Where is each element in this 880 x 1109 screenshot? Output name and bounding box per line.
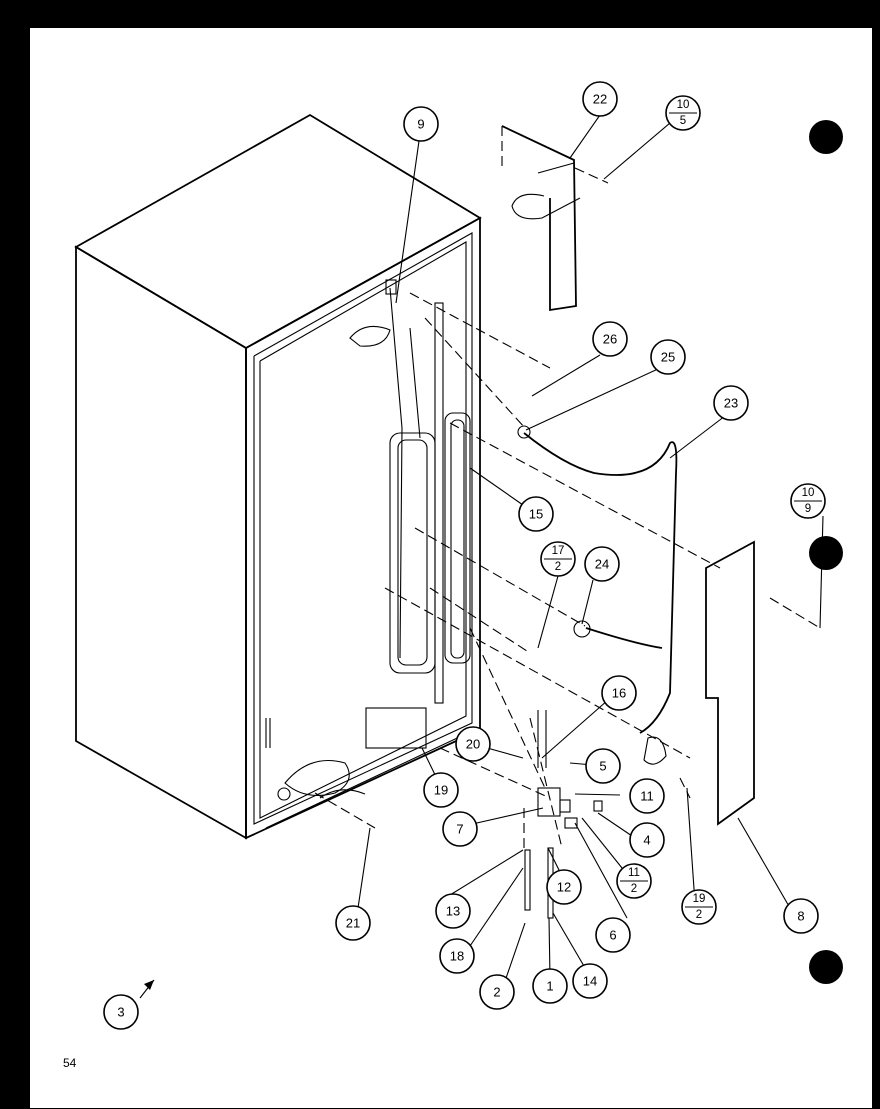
callout-22: 22 <box>582 81 618 117</box>
callout-19: 19 <box>423 772 459 808</box>
callout-10-over-5: 10 5 <box>665 95 701 131</box>
svg-text:7: 7 <box>456 822 463 837</box>
arrow-icon <box>144 980 154 990</box>
svg-text:1: 1 <box>546 979 553 994</box>
svg-text:14: 14 <box>583 974 597 989</box>
svg-text:5: 5 <box>680 115 686 127</box>
exploded-parts-diagram: 9 22 26 25 23 15 24 16 20 5 19 11 7 4 13… <box>74 81 843 1030</box>
svg-text:2: 2 <box>696 909 702 921</box>
svg-text:6: 6 <box>609 928 616 943</box>
fraction-callouts: 10 5 10 9 17 2 11 2 19 2 <box>540 95 826 925</box>
callout-11: 11 <box>629 778 665 814</box>
binder-hole-icon <box>809 950 843 984</box>
svg-text:20: 20 <box>466 737 480 752</box>
callout-25: 25 <box>650 339 686 375</box>
callout-9: 9 <box>403 106 439 142</box>
callout-12: 12 <box>546 869 582 905</box>
callout-labels: 9 22 26 25 23 15 24 16 20 5 19 11 7 4 13… <box>103 81 819 1030</box>
svg-text:3: 3 <box>117 1005 124 1020</box>
svg-text:21: 21 <box>346 916 360 931</box>
svg-text:12: 12 <box>557 880 571 895</box>
svg-text:2: 2 <box>555 561 561 573</box>
callout-8: 8 <box>783 898 819 934</box>
wire-harness <box>517 425 678 765</box>
callout-23: 23 <box>713 385 749 421</box>
svg-text:19: 19 <box>693 893 706 905</box>
callout-15: 15 <box>518 496 554 532</box>
page-number: 54 <box>63 1056 77 1070</box>
svg-text:10: 10 <box>802 487 815 499</box>
callout-7: 7 <box>442 811 478 847</box>
svg-text:2: 2 <box>493 985 500 1000</box>
svg-text:13: 13 <box>446 904 460 919</box>
callout-19-over-2: 19 2 <box>681 889 717 925</box>
binder-hole-icon <box>809 120 843 154</box>
svg-text:22: 22 <box>593 92 607 107</box>
diagram-sheet: 9 22 26 25 23 15 24 16 20 5 19 11 7 4 13… <box>30 28 872 1108</box>
svg-text:15: 15 <box>529 507 543 522</box>
callout-3: 3 <box>103 994 139 1030</box>
callout-4: 4 <box>629 822 665 858</box>
callout-11-over-2: 11 2 <box>616 863 652 899</box>
callout-16: 16 <box>601 675 637 711</box>
rear-access-panel <box>705 540 755 826</box>
svg-text:18: 18 <box>450 949 464 964</box>
callout-24: 24 <box>584 546 620 582</box>
svg-text:8: 8 <box>797 909 804 924</box>
svg-text:9: 9 <box>805 503 811 515</box>
callout-14: 14 <box>572 963 608 999</box>
callout-13: 13 <box>435 893 471 929</box>
svg-text:16: 16 <box>612 686 626 701</box>
svg-text:26: 26 <box>603 332 617 347</box>
condenser-coils <box>265 279 471 801</box>
svg-text:5: 5 <box>599 759 606 774</box>
svg-text:24: 24 <box>595 557 609 572</box>
svg-text:2: 2 <box>631 883 637 895</box>
callout-18: 18 <box>439 938 475 974</box>
callout-1: 1 <box>532 968 568 1004</box>
callout-17-over-2: 17 2 <box>540 541 576 577</box>
callout-21: 21 <box>335 905 371 941</box>
svg-text:25: 25 <box>661 350 675 365</box>
svg-text:10: 10 <box>677 99 690 111</box>
svg-text:23: 23 <box>724 396 738 411</box>
callout-26: 26 <box>592 321 628 357</box>
upper-panel <box>501 125 581 312</box>
svg-text:9: 9 <box>417 117 424 132</box>
callout-2: 2 <box>479 974 515 1010</box>
callout-20: 20 <box>455 726 491 762</box>
svg-text:19: 19 <box>434 783 448 798</box>
callout-10-over-9: 10 9 <box>790 483 826 519</box>
explode-lines <box>314 167 821 849</box>
svg-text:4: 4 <box>643 833 650 848</box>
svg-text:17: 17 <box>552 545 565 557</box>
refrigerator-cabinet <box>74 113 482 840</box>
callout-6: 6 <box>595 917 631 953</box>
callout-5: 5 <box>585 748 621 784</box>
binder-hole-icon <box>809 536 843 570</box>
callout-leaders <box>139 114 824 999</box>
svg-text:11: 11 <box>640 789 654 804</box>
control-assembly <box>434 302 603 919</box>
svg-text:11: 11 <box>628 867 640 879</box>
